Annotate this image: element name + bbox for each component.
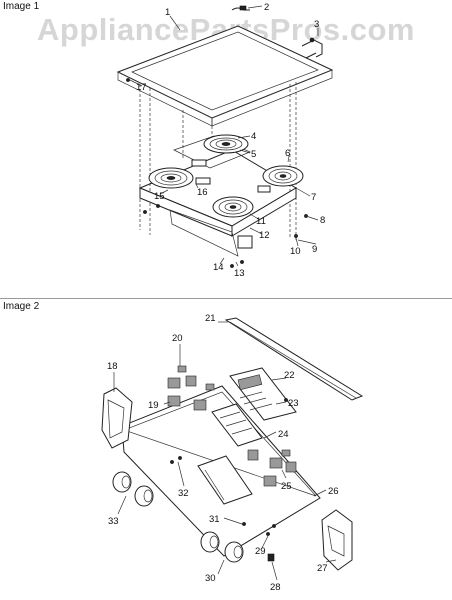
image-1-label: Image 1 <box>3 1 40 12</box>
callout-16: 16 <box>197 187 208 198</box>
callout-17: 17 <box>136 82 147 93</box>
alignment-lines-1 <box>139 82 297 240</box>
callout-3: 3 <box>314 19 319 30</box>
callout-20: 20 <box>172 333 183 344</box>
callout-numbers-image-2: 18 19 20 21 22 23 24 25 26 27 28 29 30 3… <box>107 313 339 593</box>
callout-24: 24 <box>278 429 289 440</box>
callout-27: 27 <box>317 563 328 574</box>
callout-12: 12 <box>259 230 270 241</box>
callout-1: 1 <box>165 7 170 18</box>
leader-lines-1 <box>129 5 319 267</box>
callout-25: 25 <box>281 481 292 492</box>
callout-13: 13 <box>234 268 245 279</box>
callout-28: 28 <box>270 582 281 593</box>
callout-11: 11 <box>256 216 266 227</box>
callout-7: 7 <box>311 192 316 203</box>
coil-element-rear-left <box>203 134 249 154</box>
callout-22: 22 <box>284 370 295 381</box>
image-2-label: Image 2 <box>3 301 40 312</box>
left-end-cap <box>101 387 133 449</box>
callout-6: 6 <box>285 148 290 159</box>
knobs-right <box>200 531 244 563</box>
section-divider <box>0 298 452 299</box>
callout-32: 32 <box>178 488 189 499</box>
top-mounting-bracket <box>301 37 323 59</box>
screws-and-clips-2 <box>170 398 288 562</box>
backguard-trim-strip <box>224 317 364 401</box>
coil-element-left <box>148 167 194 189</box>
callout-18: 18 <box>107 361 118 372</box>
terminal-block-part-2 <box>231 5 250 11</box>
callout-5: 5 <box>251 149 256 160</box>
cooktop-glass-top <box>116 25 334 127</box>
screws-set-1 <box>126 78 308 268</box>
receptacle-brackets <box>191 159 271 249</box>
callout-numbers-image-1: 1 2 3 4 5 6 7 8 9 10 11 12 13 14 15 16 1… <box>136 2 325 279</box>
callout-14: 14 <box>213 262 224 273</box>
callout-26: 26 <box>328 486 339 497</box>
display-overlay <box>211 403 263 447</box>
coil-element-right <box>262 165 304 187</box>
callout-30: 30 <box>205 573 216 584</box>
callout-15: 15 <box>154 191 165 202</box>
callout-23: 23 <box>288 398 299 409</box>
leader-lines-2 <box>113 321 337 581</box>
callout-4: 4 <box>251 131 256 142</box>
clock-timer-module <box>229 367 297 421</box>
coil-element-front <box>212 196 254 218</box>
control-panel-body <box>121 385 321 557</box>
callout-9: 9 <box>312 244 317 255</box>
callout-8: 8 <box>320 215 325 226</box>
callout-10: 10 <box>290 246 301 257</box>
callout-29: 29 <box>255 546 266 557</box>
callout-21: 21 <box>205 313 216 324</box>
callout-2: 2 <box>264 2 269 13</box>
infinite-switches <box>167 365 297 487</box>
callout-19: 19 <box>148 400 159 411</box>
callout-33: 33 <box>108 516 119 527</box>
knobs-left <box>112 471 154 507</box>
callout-31: 31 <box>209 514 220 525</box>
right-end-cap <box>321 509 353 571</box>
